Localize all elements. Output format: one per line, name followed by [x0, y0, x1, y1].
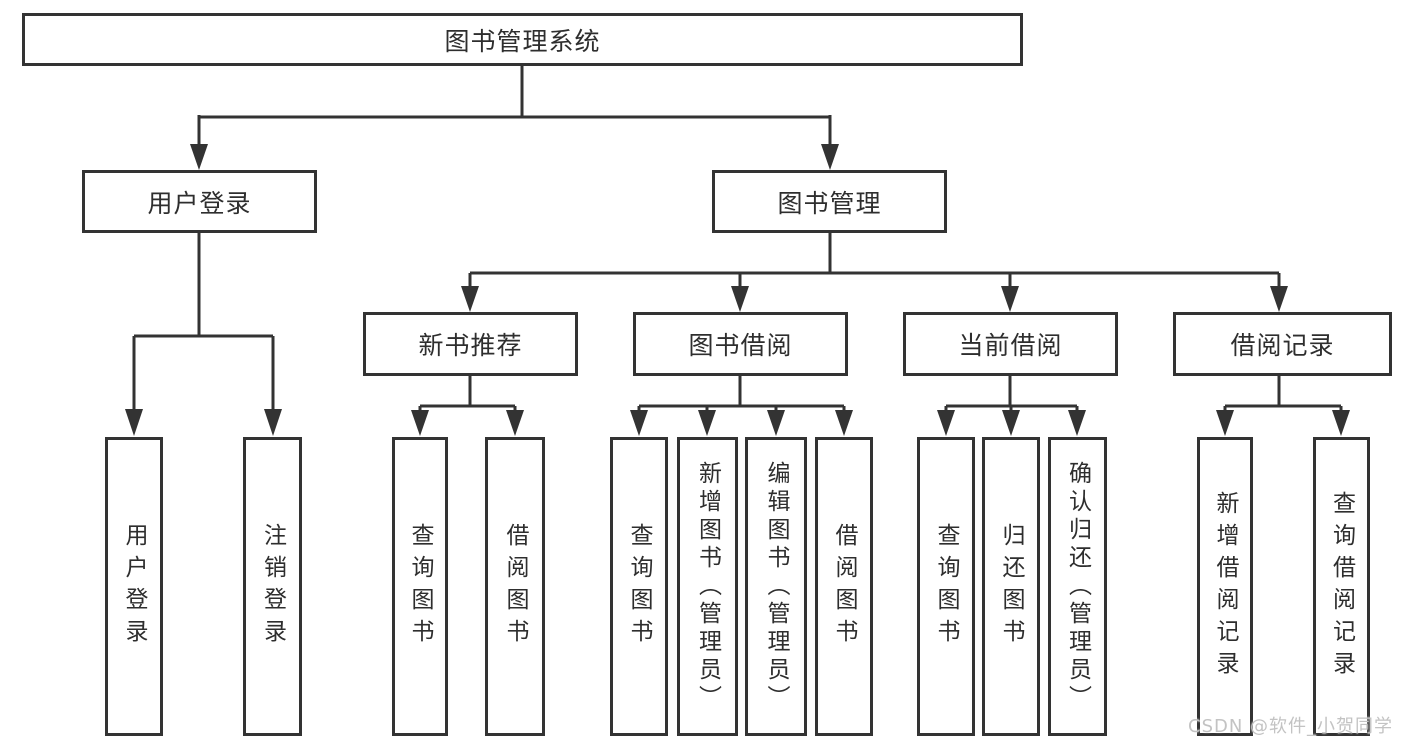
node-label: 用户登录	[121, 522, 147, 651]
node-label: 图书管理	[777, 188, 882, 218]
node-borrowing-records: 借阅记录	[1173, 312, 1392, 376]
node-leaf-logout: 注销登录	[243, 437, 302, 736]
node-label: 查询图书	[626, 522, 652, 651]
node-label: 借阅记录	[1230, 331, 1335, 360]
node-new-book-recommend: 新书推荐	[363, 312, 578, 376]
node-label: 图书借阅	[688, 331, 793, 360]
node-label: 新增图书（管理员）	[694, 460, 721, 713]
connector-recommend-to-leaves	[418, 376, 517, 412]
node-leaf-borrow-books-recommend: 借阅图书	[485, 437, 545, 736]
node-label: 当前借阅	[958, 331, 1063, 360]
connector-paths	[132, 66, 1343, 412]
node-label: 查询图书	[407, 522, 433, 651]
node-leaf-query-books-current: 查询图书	[917, 437, 975, 736]
node-label: 归还图书	[998, 522, 1024, 651]
node-label: 图书管理系统	[444, 26, 601, 56]
node-leaf-edit-books-admin: 编辑图书（管理员）	[745, 437, 807, 736]
node-label: 借阅图书	[831, 522, 857, 651]
node-label: 编辑图书（管理员）	[763, 460, 789, 713]
node-label: 借阅图书	[502, 522, 528, 651]
node-leaf-return-books: 归还图书	[982, 437, 1040, 736]
arrowheads	[125, 144, 1350, 436]
node-user-login: 用户登录	[82, 170, 317, 233]
node-leaf-borrow-books-borrowing: 借阅图书	[815, 437, 873, 736]
node-leaf-add-borrow-record: 新增借阅记录	[1197, 437, 1253, 736]
node-current-borrowing: 当前借阅	[903, 312, 1118, 376]
node-leaf-user-login: 用户登录	[105, 437, 163, 736]
connector-records-to-leaves	[1223, 376, 1343, 412]
node-leaf-query-books-borrowing: 查询图书	[610, 437, 668, 736]
connector-borrowing-to-leaves	[637, 376, 846, 412]
node-label: 查询图书	[933, 522, 959, 651]
node-label: 注销登录	[259, 522, 286, 651]
node-root-system: 图书管理系统	[22, 13, 1023, 66]
node-label: 查询借阅记录	[1328, 490, 1355, 683]
node-leaf-confirm-return-admin: 确认归还（管理员）	[1048, 437, 1107, 736]
node-leaf-add-books-admin: 新增图书（管理员）	[677, 437, 738, 736]
node-leaf-query-borrow-record: 查询借阅记录	[1313, 437, 1370, 736]
node-label: 用户登录	[147, 188, 252, 218]
connector-current-to-leaves	[944, 376, 1079, 412]
node-book-management: 图书管理	[712, 170, 947, 233]
node-label: 新书推荐	[418, 331, 523, 360]
node-label: 新增借阅记录	[1212, 490, 1238, 683]
node-leaf-query-books-recommend: 查询图书	[392, 437, 448, 736]
connector-mgmt-to-level3	[468, 233, 1281, 288]
csdn-watermark: CSDN @软件_小贺同学	[1188, 716, 1394, 737]
node-book-borrowing: 图书借阅	[633, 312, 848, 376]
connector-login-to-leaves	[132, 233, 275, 411]
node-label: 确认归还（管理员）	[1064, 460, 1091, 713]
connector-root-to-level2	[197, 66, 832, 146]
